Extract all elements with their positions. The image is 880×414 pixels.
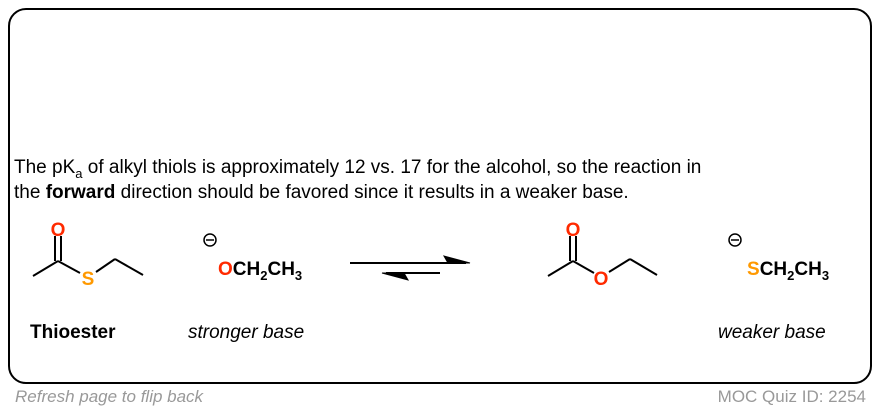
explanation-line-1: The pKa of alkyl thiols is approximately… <box>14 157 702 181</box>
negative-charge-icon <box>728 233 742 247</box>
svg-text:SCH2CH3: SCH2CH3 <box>747 259 829 283</box>
ester-structure <box>547 236 658 277</box>
ester-carbonyl-oxygen: O <box>566 220 581 241</box>
quiz-id: MOC Quiz ID: 2254 <box>717 387 866 406</box>
ethanethiolate: SCH2CH3 <box>728 233 829 283</box>
thioester-sulfur: S <box>82 269 95 290</box>
ester-ether-oxygen: O <box>594 269 609 290</box>
thioester-label: Thioester <box>30 322 116 343</box>
svg-text:OCH2CH3: OCH2CH3 <box>218 259 302 283</box>
thioester-structure <box>32 236 144 277</box>
negative-charge-icon <box>203 233 217 247</box>
weaker-base-label: weaker base <box>718 322 826 343</box>
refresh-hint: Refresh page to flip back <box>15 387 204 406</box>
ethoxide: OCH2CH3 <box>203 233 302 283</box>
equilibrium-arrows-icon <box>350 255 471 281</box>
quiz-card[interactable] <box>8 8 872 384</box>
stronger-base-label: stronger base <box>188 322 305 343</box>
explanation-line-2: the forward direction should be favored … <box>14 182 629 203</box>
thioester-oxygen: O <box>51 220 66 241</box>
